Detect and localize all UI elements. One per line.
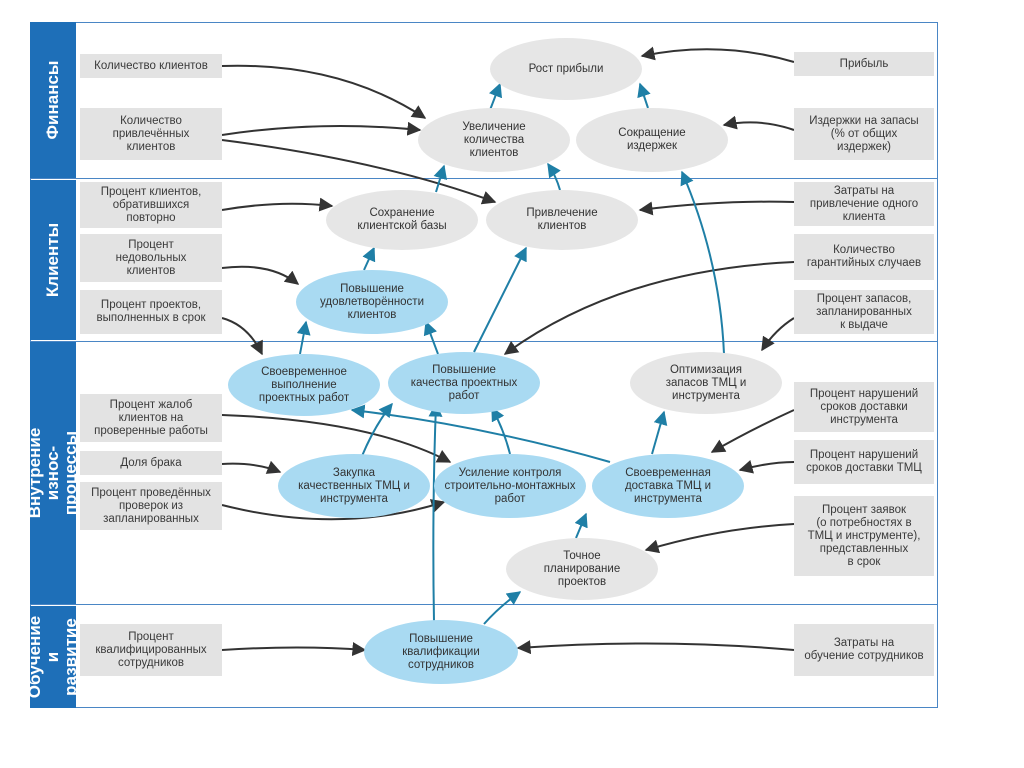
arrow-planning-to-delivery — [574, 512, 588, 539]
arrow-warranty-to-quality — [503, 261, 795, 355]
metric-stock-planned: Процент запасов, запланированных к выдач… — [794, 290, 934, 334]
metric-complaints: Процент жалоб клиентов на проверенные ра… — [80, 394, 222, 442]
arrow-attraction-to-more-clients — [547, 162, 561, 191]
metric-tools-delivery-delay: Процент нарушений сроков доставки инстру… — [794, 382, 934, 432]
arrow-unhappy-to-satisfaction — [221, 265, 300, 285]
metric-tmc-delivery-delay: Процент нарушений сроков доставки ТМЦ — [794, 440, 934, 484]
metric-warranty-cases: Количество гарантийных случаев — [794, 234, 934, 280]
arrow-attract-cost-to-attraction — [638, 200, 795, 216]
arrow-quality-to-satisfaction — [423, 320, 439, 355]
goal-satisfaction: Повышение удовлетворённости клиентов — [296, 270, 448, 334]
arrow-inventory-costs-to-cost-reduction — [722, 115, 795, 131]
arrow-complaints-to-control — [221, 414, 452, 463]
goal-staff-skills: Повышение квалификации сотрудников — [364, 620, 518, 684]
arrow-inspections-to-control — [221, 499, 446, 521]
arrow-optimization-to-cost-reduction — [680, 170, 725, 355]
metric-inspections: Процент проведённых проверок из запланир… — [80, 482, 222, 530]
arrow-stock-planned-to-optimization — [761, 317, 795, 352]
metric-clients-count: Количество клиентов — [80, 54, 222, 78]
band-learning: Обучение и развитие — [25, 606, 80, 708]
metric-unhappy-clients: Процент недовольных клиентов — [80, 234, 222, 282]
goal-retention: Сохранение клиентской базы — [326, 190, 478, 250]
goal-stock-optimization: Оптимизация запасов ТМЦ и инструмента — [630, 352, 782, 414]
metric-defect-share: Доля брака — [80, 451, 222, 475]
metric-training-costs: Затраты на обучение сотрудников — [794, 624, 934, 676]
arrow-purchasing-to-quality — [361, 402, 393, 457]
metric-repeat-clients: Процент клиентов, обратившихся повторно — [80, 182, 222, 228]
arrow-timely-to-satisfaction — [296, 320, 311, 355]
arrow-control-to-quality — [491, 406, 511, 455]
arrow-attracted-to-attraction — [221, 139, 497, 205]
arrow-delivery-to-optimization — [651, 410, 668, 455]
divider-internal-learning — [30, 604, 938, 605]
goal-timely-execution: Своевременное выполнение проектных работ — [228, 354, 380, 416]
arrow-training-to-staff — [516, 640, 795, 655]
metric-attracted-clients: Количество привлечённых клиентов — [80, 108, 222, 160]
goal-profit-growth: Рост прибыли — [490, 38, 642, 100]
divider-customers-internal — [30, 341, 938, 342]
metric-profit: Прибыль — [794, 52, 934, 76]
band-customers: Клиенты — [30, 180, 76, 340]
goal-purchasing: Закупка качественных ТМЦ и инструмента — [278, 454, 430, 518]
arrow-qualified-to-staff — [221, 642, 367, 657]
arrow-satisfaction-to-retention — [362, 246, 376, 271]
arrow-clients-count-to-more-clients — [221, 64, 427, 119]
goal-quality: Повышение качества проектных работ — [388, 352, 540, 414]
arrow-delivery-to-timely — [350, 404, 611, 463]
band-internal: Внутрение износ-процессы — [25, 342, 80, 604]
arrow-defect-to-purchasing — [221, 460, 282, 474]
metric-qualified-staff: Процент квалифицированных сотрудников — [80, 624, 222, 676]
metric-requests-on-time: Процент заявок (о потребностях в ТМЦ и и… — [794, 496, 934, 576]
metric-inventory-costs: Издержки на запасы (% от общих издержек) — [794, 108, 934, 160]
arrow-staff-to-planning — [483, 591, 522, 625]
arrow-quality-to-attraction — [473, 246, 527, 353]
arrow-cost-reduction-to-profit-growth — [637, 82, 651, 109]
goal-control: Усиление контроля строительно-монтажных … — [434, 454, 586, 518]
arrow-staff-to-quality — [428, 402, 443, 623]
band-finance: Финансы — [30, 22, 76, 178]
divider-finance-customers — [30, 178, 938, 179]
arrow-on-time-to-timely-execution — [221, 317, 263, 356]
goal-attraction: Привлечение клиентов — [486, 190, 638, 250]
arrow-repeat-to-retention — [221, 197, 334, 212]
arrow-requests-to-planning — [644, 523, 795, 554]
arrow-more-clients-to-profit-growth — [488, 82, 503, 111]
goal-cost-reduction: Сокращение издержек — [576, 108, 728, 172]
goal-planning: Точное планирование проектов — [506, 538, 658, 600]
arrow-retention-to-more-clients — [433, 164, 447, 193]
arrow-attracted-to-more-clients — [221, 121, 422, 136]
arrow-profit-to-profit-growth — [640, 46, 795, 63]
arrow-tmc-delay-to-delivery — [738, 459, 795, 474]
goal-more-clients: Увеличение количества клиентов — [418, 108, 570, 172]
goal-timely-delivery: Своевременная доставка ТМЦ и инструмента — [592, 454, 744, 518]
arrow-tools-delay-to-delivery — [710, 409, 795, 453]
metric-attract-cost: Затраты на привлечение одного клиента — [794, 182, 934, 226]
metric-projects-on-time: Процент проектов, выполненных в срок — [80, 290, 222, 334]
